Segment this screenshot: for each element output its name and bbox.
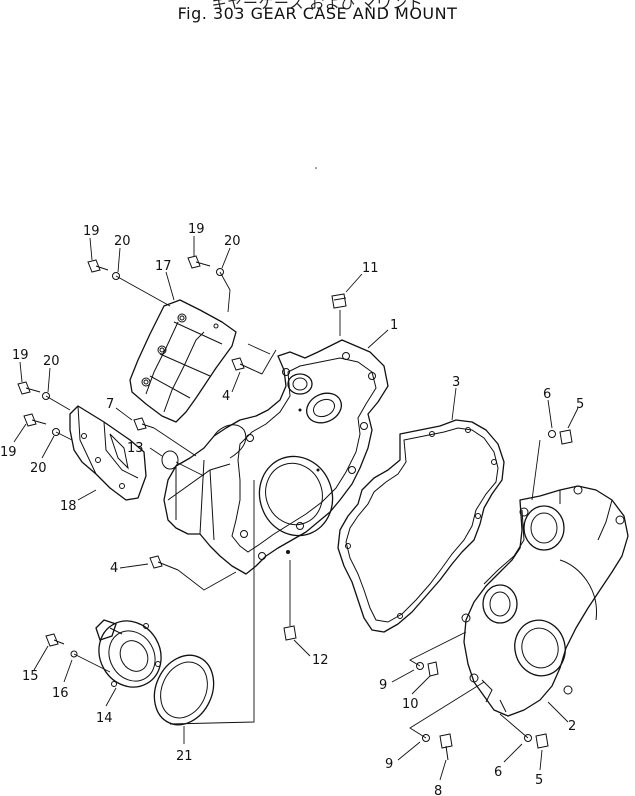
callout-2: 2 bbox=[568, 719, 576, 734]
callouts: 1 2 3 4 4 5 5 6 6 7 8 9 9 bbox=[0, 222, 584, 796]
flange-part-14 bbox=[95, 619, 162, 688]
gasket-part-21 bbox=[153, 654, 215, 726]
figure-title-japanese: ギヤーケース および マウント bbox=[211, 0, 424, 12]
callout-20-top: 20 bbox=[224, 234, 241, 249]
fasteners bbox=[17, 255, 573, 761]
leader-lines bbox=[45, 271, 541, 739]
callout-9-lower: 9 bbox=[385, 757, 393, 772]
callout-12: 12 bbox=[312, 653, 329, 668]
callout-8: 8 bbox=[434, 784, 442, 796]
callout-14: 14 bbox=[96, 711, 113, 726]
callout-10: 10 bbox=[402, 697, 419, 712]
gear-case-part-2 bbox=[461, 485, 629, 717]
callout-5-upper: 5 bbox=[576, 397, 584, 412]
callout-17: 17 bbox=[155, 259, 172, 274]
callout-21: 21 bbox=[176, 749, 193, 764]
callout-11: 11 bbox=[362, 261, 379, 276]
callout-13: 13 bbox=[127, 441, 144, 456]
gear-case-part-1 bbox=[163, 339, 389, 575]
callout-9-upper: 9 bbox=[379, 678, 387, 693]
callout-6-lower: 6 bbox=[494, 765, 502, 780]
callout-20-left-lower: 20 bbox=[30, 461, 47, 476]
callout-19-left-lower: 19 bbox=[0, 445, 17, 460]
callout-3: 3 bbox=[452, 375, 460, 390]
callout-19-top: 19 bbox=[188, 222, 205, 237]
callout-18: 18 bbox=[60, 499, 77, 514]
callout-19-top-left: 19 bbox=[83, 224, 100, 239]
callout-1: 1 bbox=[390, 318, 398, 333]
callout-15: 15 bbox=[22, 669, 39, 684]
mount-bracket-part-17 bbox=[129, 299, 237, 423]
callout-20-top-left: 20 bbox=[114, 234, 131, 249]
callout-20-left-upper: 20 bbox=[43, 354, 60, 369]
callout-6-upper: 6 bbox=[543, 387, 551, 402]
callout-5-lower: 5 bbox=[535, 773, 543, 788]
mount-bracket-part-18 bbox=[69, 405, 147, 501]
callout-7: 7 bbox=[106, 397, 114, 412]
callout-4-upper: 4 bbox=[222, 389, 230, 404]
callout-4-lower: 4 bbox=[110, 561, 118, 576]
figure-title: Fig. 303 GEAR CASE AND MOUNT bbox=[177, 4, 458, 23]
gasket-part-3 bbox=[337, 419, 505, 633]
callout-16: 16 bbox=[52, 686, 69, 701]
callout-19-left-upper: 19 bbox=[12, 348, 29, 363]
